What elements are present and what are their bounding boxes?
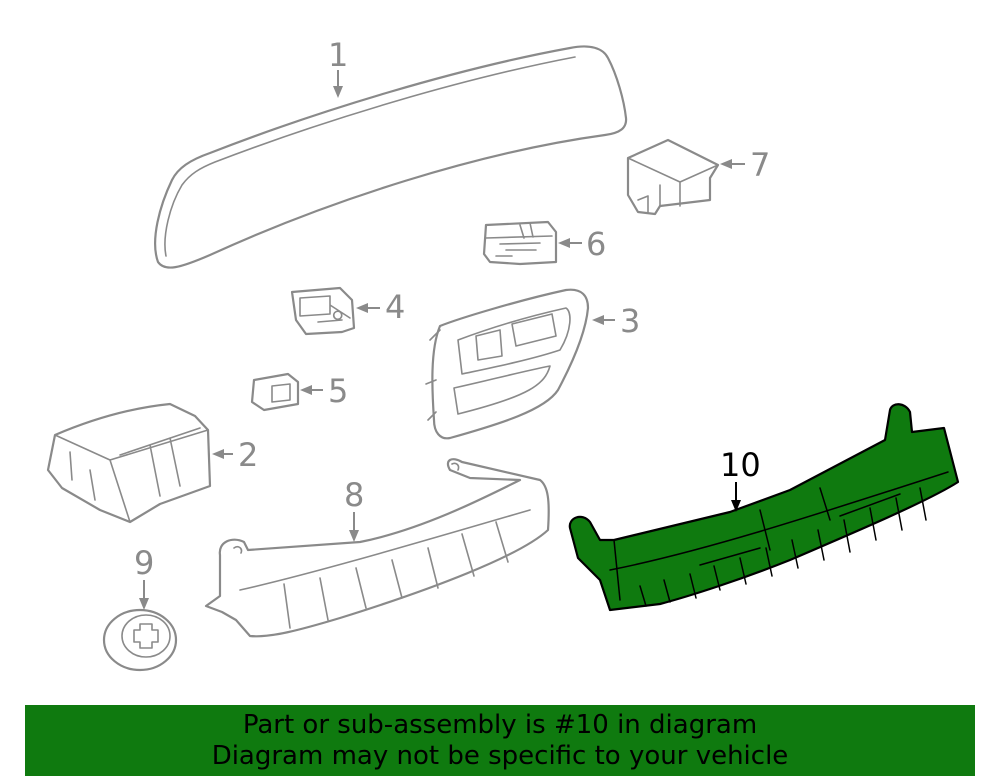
callout-8: 8: [344, 476, 364, 542]
part-2-control-module: [46, 402, 212, 524]
callout-6: 6: [558, 225, 606, 263]
callout-5-label: 5: [328, 372, 348, 410]
part-6-connector: [482, 220, 558, 266]
parts-diagram: 1 7 6 4 5: [46, 36, 960, 672]
callout-4: 4: [356, 288, 405, 326]
callout-3: 3: [592, 302, 640, 340]
callout-1: 1: [328, 36, 348, 98]
callout-3-label: 3: [620, 302, 640, 340]
callout-10-label: 10: [720, 446, 761, 484]
banner-line-1: Part or sub-assembly is #10 in diagram: [242, 709, 758, 740]
part-9-knob: [102, 608, 178, 672]
callout-5: 5: [300, 372, 348, 410]
callout-8-label: 8: [344, 476, 364, 514]
info-banner: Part or sub-assembly is #10 in diagram D…: [25, 705, 975, 776]
callout-7: 7: [720, 146, 770, 184]
part-8-switch-panel: [204, 458, 550, 638]
part-10-switch-panel-highlighted: [568, 403, 960, 612]
part-3-bezel: [425, 288, 590, 440]
part-1-trim-panel: [154, 45, 628, 269]
callout-2-label: 2: [238, 436, 258, 474]
callout-10: 10: [720, 446, 761, 512]
callout-9: 9: [134, 544, 154, 610]
callout-2: 2: [212, 436, 258, 474]
banner-line-2: Diagram may not be specific to your vehi…: [211, 740, 789, 771]
part-5-button: [250, 372, 300, 412]
callout-4-label: 4: [385, 288, 405, 326]
callout-9-label: 9: [134, 544, 154, 582]
callout-7-label: 7: [750, 146, 770, 184]
callout-6-label: 6: [586, 225, 606, 263]
part-4-switch: [290, 286, 356, 336]
callout-1-label: 1: [328, 36, 348, 74]
part-7-module: [626, 138, 720, 216]
